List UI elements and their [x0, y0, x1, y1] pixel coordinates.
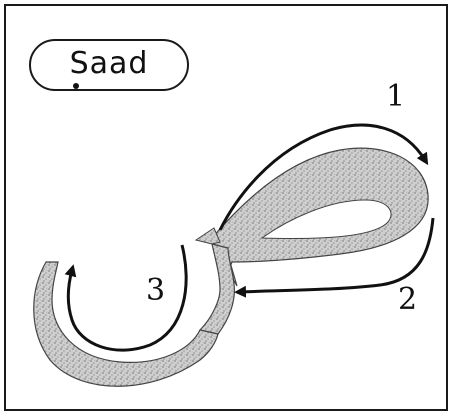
stroke-number-3: 3 — [146, 273, 165, 308]
stroke-number-1: 1 — [386, 79, 405, 114]
letter-stem-shape — [200, 244, 234, 334]
letter-glyph — [34, 148, 428, 386]
letter-bowl-shape — [34, 262, 218, 386]
stroke-3-arrow — [68, 245, 186, 350]
stroke-number-2: 2 — [398, 282, 417, 317]
letter-tooth-shape — [196, 228, 220, 244]
